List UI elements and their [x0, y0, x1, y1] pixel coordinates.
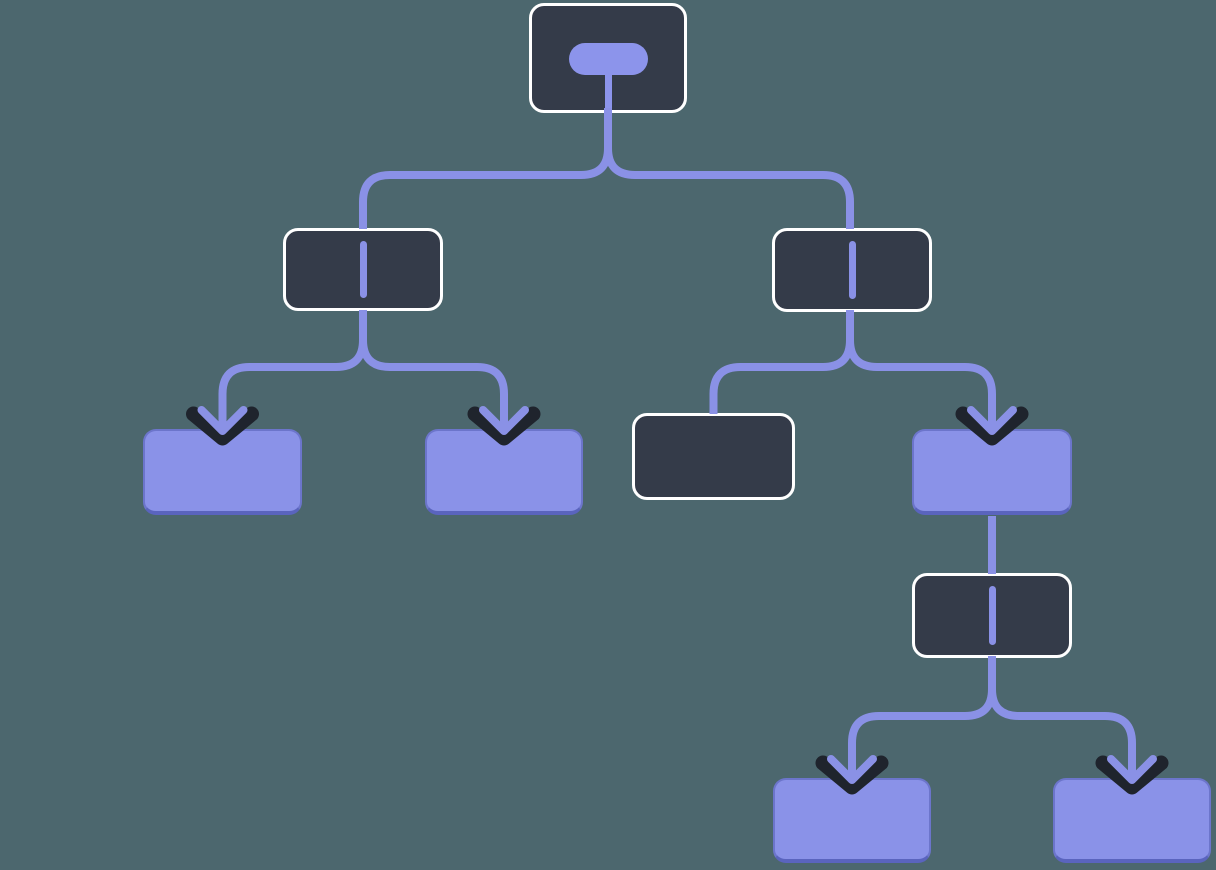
- edge-branchleft-to-leaf2: [359, 310, 508, 431]
- chevron-down-arrow-icon: [197, 406, 248, 435]
- leaf-node-bottom-1[interactable]: [773, 778, 931, 863]
- chevron-down-arrow-icon: [967, 406, 1017, 435]
- edge-branchleft-to-leaf1: [218, 310, 367, 431]
- leaf-node-left-1[interactable]: [143, 429, 302, 515]
- pill-icon: [568, 43, 648, 75]
- step-node-right-dark[interactable]: [632, 413, 795, 500]
- edge-root-to-branch-right: [604, 108, 854, 229]
- step-node-right[interactable]: [912, 429, 1072, 515]
- leaf-node-bottom-2[interactable]: [1053, 778, 1211, 863]
- branch-node-lower[interactable]: [912, 573, 1072, 658]
- edge-branchright-to-darkstep: [709, 310, 854, 414]
- branch-node-right[interactable]: [772, 228, 932, 312]
- edge-branchright-to-step: [846, 310, 996, 431]
- root-node[interactable]: [529, 3, 687, 113]
- branch-node-left[interactable]: [283, 228, 443, 311]
- vertical-line-icon: [848, 241, 856, 299]
- edge-branchlower-to-leaf2: [988, 656, 1136, 780]
- chevron-down-arrow-icon: [479, 406, 529, 435]
- chevron-down-arrow-icon: [827, 755, 877, 784]
- pill-stem-connector: [604, 58, 612, 110]
- leaf-node-left-2[interactable]: [425, 429, 583, 515]
- vertical-line-icon: [359, 241, 367, 298]
- vertical-line-icon: [988, 586, 996, 645]
- chevron-down-arrow-icon: [1107, 755, 1157, 784]
- edge-root-to-branch-left: [359, 108, 612, 229]
- edge-branchlower-to-leaf1: [848, 656, 996, 780]
